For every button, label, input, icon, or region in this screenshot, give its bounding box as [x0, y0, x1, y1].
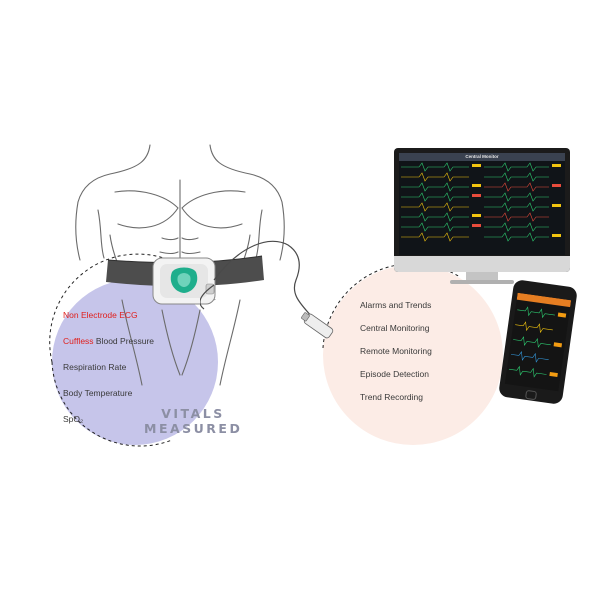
vital-label: Blood Pressure: [93, 336, 155, 346]
vital-item-2: Cuffless Blood Pressure: [63, 336, 154, 346]
feature-item: Episode Detection: [360, 369, 429, 379]
feature-item: Alarms and Trends: [360, 300, 432, 310]
monitor-base: [450, 280, 514, 284]
features-circle: [323, 265, 503, 445]
phone-home-button: [524, 389, 538, 401]
features-dashed-arc: [322, 263, 461, 349]
vital-item-4: Body Temperature: [63, 388, 132, 398]
feature-item: Central Monitoring: [360, 323, 430, 333]
vital-label: Body Temperature: [63, 388, 133, 398]
vital-label: Respiration Rate: [63, 362, 127, 372]
vital-label: SpO₂: [63, 414, 84, 424]
feature-item: Trend Recording: [360, 392, 423, 402]
vital-item-1: Non Electrode ECG: [63, 310, 138, 320]
monitor-chin: [394, 256, 570, 272]
monitor-waveforms: [401, 162, 561, 242]
monitor-stand: [466, 272, 498, 280]
vitals-title-line2: MEASURED: [144, 421, 243, 436]
vitals-title: VITALS MEASURED: [144, 406, 242, 436]
monitor-screen: Central Monitor: [399, 153, 565, 255]
monitoring-device: [152, 257, 216, 305]
vital-highlight: Non Electrode ECG: [63, 310, 138, 320]
feature-item: Remote Monitoring: [360, 346, 432, 356]
vital-item-5: SpO₂: [63, 414, 83, 424]
phone-screen: [504, 292, 572, 392]
vitals-dashed-arc-lower: [51, 361, 173, 447]
phone-waveforms: [508, 306, 567, 378]
vital-item-3: Respiration Rate: [63, 362, 126, 372]
smartphone: [498, 279, 578, 405]
vitals-title-line1: VITALS: [161, 406, 225, 421]
vitals-dashed-arc: [49, 253, 216, 363]
vital-highlight: Cuffless: [63, 336, 94, 346]
sensor-cable: [200, 240, 334, 339]
monitor-title: Central Monitor: [399, 153, 565, 161]
desktop-monitor: Central Monitor: [394, 148, 570, 284]
vitals-circle: [52, 279, 218, 445]
